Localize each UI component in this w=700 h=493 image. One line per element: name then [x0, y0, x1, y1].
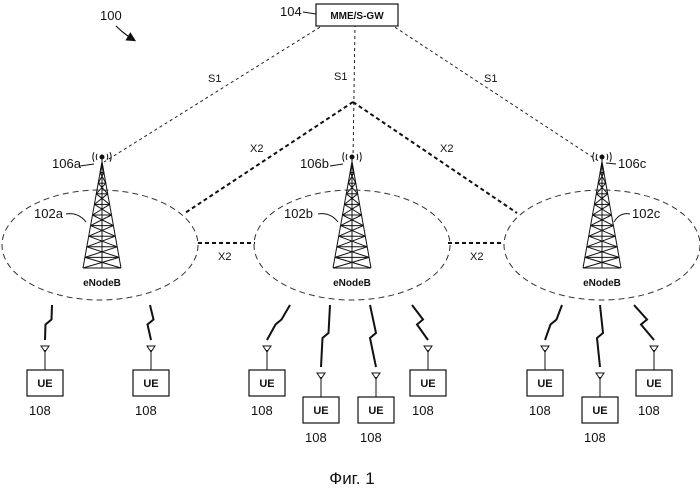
- antenna-icon: [41, 346, 49, 370]
- x2-label-right-lower: X2: [470, 251, 483, 263]
- wireless-link-icon: [597, 305, 603, 367]
- s1-label-center: S1: [334, 71, 347, 83]
- ue-ref-label: 108: [412, 403, 434, 418]
- wireless-link-icon: [412, 305, 428, 340]
- ue-device: UE 108: [358, 305, 394, 445]
- x2-label-right-upper: X2: [440, 143, 453, 155]
- mme-ref-leader: [303, 12, 316, 14]
- cell-ref-a: 102a: [34, 206, 64, 221]
- ue-device: UE 108: [582, 305, 618, 445]
- ue-ref-label: 108: [529, 403, 551, 418]
- wireless-link-icon: [634, 305, 654, 340]
- wireless-link-icon: [321, 305, 330, 367]
- cell-ref-c: 102c: [632, 206, 661, 221]
- cell-tower-icon: [83, 152, 121, 268]
- s1-label-left: S1: [208, 73, 221, 85]
- wireless-link-icon: [370, 305, 376, 367]
- x2-label-left-upper: X2: [250, 143, 263, 155]
- antenna-icon: [147, 346, 155, 370]
- antenna-icon: [372, 373, 380, 397]
- ue-device: UE 108: [410, 305, 446, 418]
- antenna-icon: [317, 373, 325, 397]
- s1-label-right: S1: [484, 73, 497, 85]
- antenna-icon: [541, 346, 549, 370]
- antenna-icon: [424, 346, 432, 370]
- figure-ref-label: 100: [100, 8, 122, 23]
- ue-ref-label: 108: [638, 403, 660, 418]
- ue-ref-label: 108: [360, 430, 382, 445]
- ue-label: UE: [143, 378, 158, 390]
- ue-label: UE: [537, 378, 552, 390]
- cell-tower-icon: [333, 152, 371, 268]
- figure-caption: Фиг. 1: [329, 469, 374, 488]
- ue-label: UE: [592, 405, 607, 417]
- ue-ref-label: 108: [135, 403, 157, 418]
- x2-label-left-lower: X2: [218, 251, 231, 263]
- ue-ref-label: 108: [305, 430, 327, 445]
- enodeb-ref-b: 106b: [300, 156, 329, 171]
- enodeb-label-c: eNodeB: [583, 278, 621, 289]
- ue-ref-label: 108: [584, 430, 606, 445]
- ue-device: UE 108: [527, 305, 563, 418]
- antenna-icon: [596, 373, 604, 397]
- figure-ref-arrow: [116, 26, 134, 40]
- cell-ref-b: 102b: [284, 206, 313, 221]
- ue-device: UE 108: [133, 305, 169, 418]
- ue-label: UE: [646, 378, 661, 390]
- enodeb-label-b: eNodeB: [333, 278, 371, 289]
- mme-label: MME/S-GW: [330, 11, 384, 22]
- enodeb-ref-c: 106c: [618, 156, 647, 171]
- ue-device: UE 108: [303, 305, 339, 445]
- ue-device: UE 108: [634, 305, 672, 418]
- enodeb-label-a: eNodeB: [83, 278, 121, 289]
- ue-label: UE: [313, 405, 328, 417]
- enodeb-ref-a: 106a: [52, 156, 82, 171]
- ue-label: UE: [259, 378, 274, 390]
- wireless-link-icon: [148, 305, 154, 340]
- antenna-icon: [263, 346, 271, 370]
- antenna-icon: [650, 346, 658, 370]
- mme-ref-label: 104: [280, 4, 302, 19]
- ue-ref-label: 108: [251, 403, 273, 418]
- s1-links: [104, 24, 600, 162]
- ue-label: UE: [37, 378, 52, 390]
- ue-device: UE 108: [249, 305, 290, 418]
- cell-tower-icon: [583, 152, 621, 268]
- ue-label: UE: [368, 405, 383, 417]
- ue-ref-label: 108: [29, 403, 51, 418]
- wireless-link-icon: [267, 305, 290, 340]
- ue-device: UE 108: [27, 305, 63, 418]
- ue-label: UE: [420, 378, 435, 390]
- wireless-link-icon: [545, 305, 562, 340]
- wireless-link-icon: [45, 305, 52, 340]
